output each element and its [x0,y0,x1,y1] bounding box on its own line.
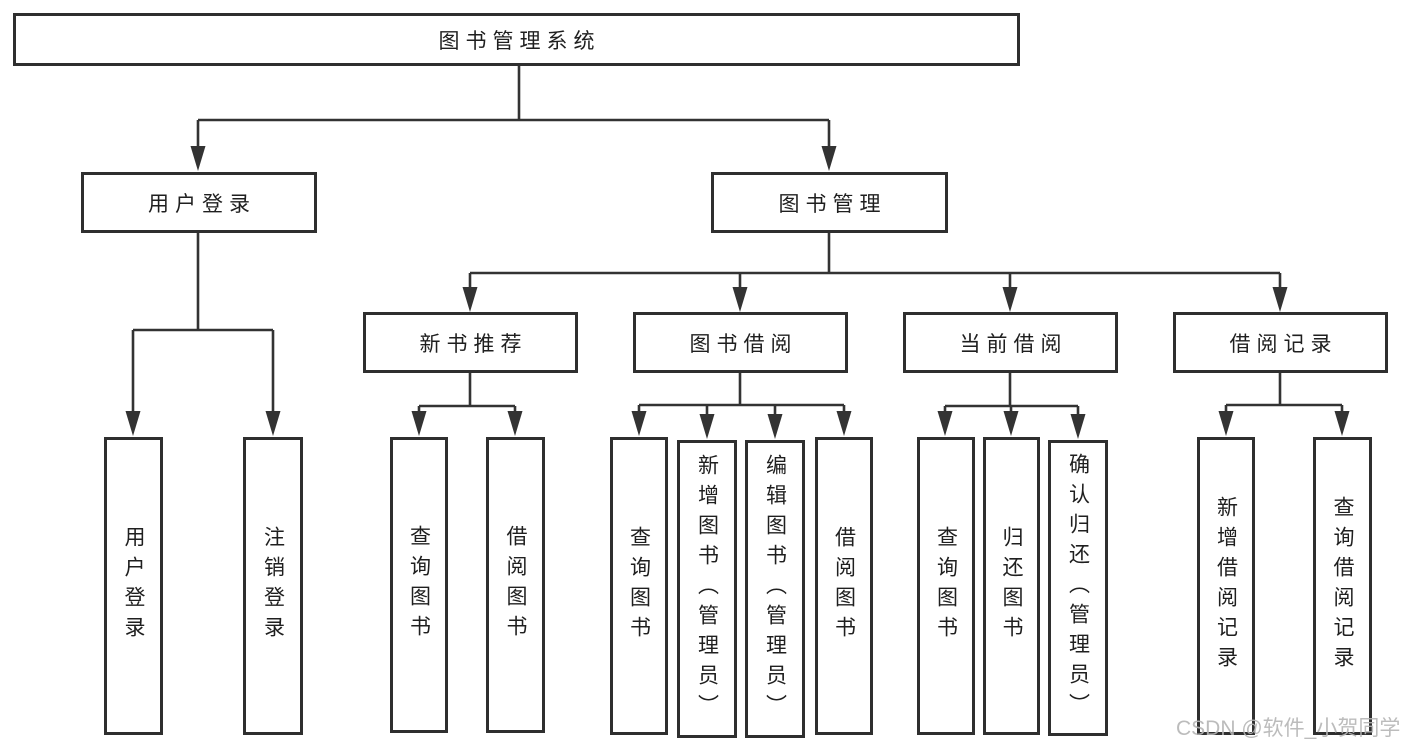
node-current-borrowing-label: 当前借阅 [959,332,1068,356]
arrow-down-icon [125,411,141,436]
node-leaf-edit-book-admin-label: 编辑图书（管理员） [763,454,787,724]
node-book-borrowing: 图书借阅 [633,312,848,373]
node-book-management: 图书管理 [711,172,948,233]
node-leaf-add-borrow-record: 新增借阅记录 [1197,437,1255,735]
arrow-down-icon [1334,411,1350,436]
node-leaf-query-books-2-label: 查询图书 [627,526,651,646]
arrow-down-icon [411,411,427,436]
node-borrowing-records-label: 借阅记录 [1229,332,1338,356]
arrow-down-icon [1003,411,1019,436]
node-leaf-query-books-1: 查询图书 [390,437,448,733]
node-leaf-add-borrow-record-label: 新增借阅记录 [1214,496,1238,676]
node-leaf-query-borrow-record: 查询借阅记录 [1313,437,1372,735]
node-leaf-query-books-3: 查询图书 [917,437,975,735]
node-leaf-borrow-books-2: 借阅图书 [815,437,873,735]
arrow-down-icon [767,414,783,439]
node-leaf-logout: 注销登录 [243,437,303,735]
node-library-system-label: 图书管理系统 [438,29,601,53]
node-leaf-confirm-return-admin: 确认归还（管理员） [1048,440,1108,736]
arrow-down-icon [1218,411,1234,436]
arrow-down-icon [937,411,953,436]
node-book-borrowing-label: 图书借阅 [689,332,798,356]
node-leaf-borrow-books-2-label: 借阅图书 [832,526,856,646]
arrow-down-icon [507,411,523,436]
arrow-down-icon [462,287,478,312]
arrow-down-icon [190,146,206,171]
node-book-management-label: 图书管理 [778,192,887,216]
arrow-down-icon [836,411,852,436]
node-leaf-add-book-admin-label: 新增图书（管理员） [695,454,719,724]
node-leaf-borrow-books-1: 借阅图书 [486,437,545,733]
node-library-system: 图书管理系统 [13,13,1020,66]
node-new-book-recommend: 新书推荐 [363,312,578,373]
node-leaf-query-books-1-label: 查询图书 [407,525,431,645]
arrow-down-icon [1272,287,1288,312]
arrow-down-icon [1002,287,1018,312]
node-leaf-query-books-2: 查询图书 [610,437,668,735]
node-new-book-recommend-label: 新书推荐 [419,332,528,356]
node-borrowing-records: 借阅记录 [1173,312,1388,373]
csdn-watermark: CSDN @软件_小贺同学 [1176,717,1401,740]
node-leaf-return-books: 归还图书 [983,437,1040,735]
node-leaf-borrow-books-1-label: 借阅图书 [504,525,527,645]
node-leaf-query-books-3-label: 查询图书 [934,526,958,646]
node-user-login: 用户登录 [81,172,317,233]
node-current-borrowing: 当前借阅 [903,312,1118,373]
node-leaf-return-books-label: 归还图书 [1000,526,1023,646]
node-user-login-label: 用户登录 [148,192,256,216]
node-leaf-query-borrow-record-label: 查询借阅记录 [1331,496,1354,676]
node-leaf-user-login: 用户登录 [104,437,163,735]
node-leaf-user-login-label: 用户登录 [122,526,145,646]
arrow-down-icon [631,411,647,436]
arrow-down-icon [1070,414,1086,439]
arrow-down-icon [732,287,748,312]
node-leaf-edit-book-admin: 编辑图书（管理员） [745,440,805,738]
arrow-down-icon [265,411,281,436]
arrow-down-icon [699,414,715,439]
arrow-down-icon [821,146,837,171]
node-leaf-add-book-admin: 新增图书（管理员） [677,440,737,738]
node-leaf-logout-label: 注销登录 [261,526,285,646]
node-leaf-confirm-return-admin-label: 确认归还（管理员） [1066,453,1090,723]
